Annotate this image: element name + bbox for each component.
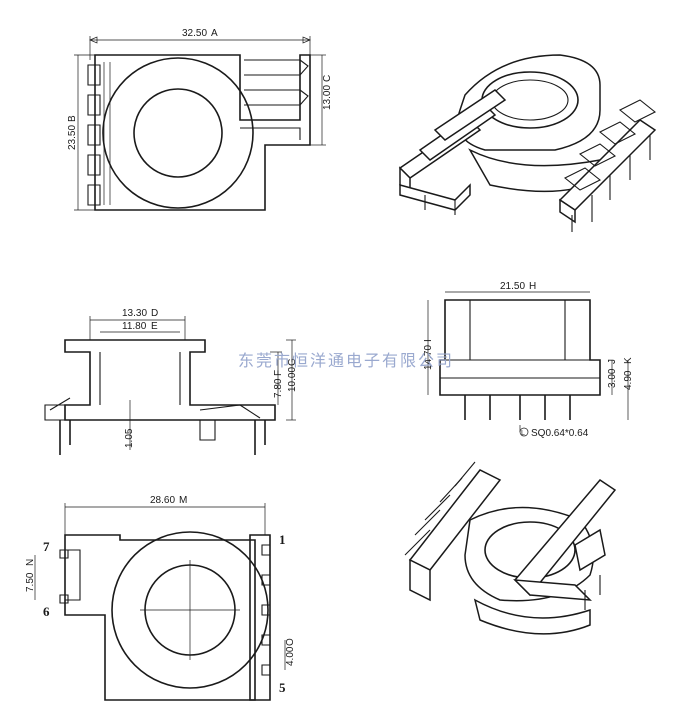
pin-label-5: 5 — [279, 680, 286, 695]
dim-pin-length-ref: K — [623, 357, 634, 364]
side-view-pins — [59, 420, 266, 455]
side-view: 13.30 D 11.80 E 7.80 F 10.00 G 1.05 — [44, 308, 298, 455]
isometric-view-top — [398, 54, 657, 232]
dim-height: 23.50 — [67, 125, 78, 150]
dim-inner-width-ref: E — [151, 321, 158, 332]
dim-outer-width-ref: D — [151, 308, 158, 319]
dim-left-pitch-ref: N — [25, 559, 36, 566]
dim-width: 32.50 — [182, 28, 207, 39]
dim-flange-width: 21.50 — [500, 281, 525, 292]
dim-pin-row-height-ref: J — [607, 359, 618, 364]
pin-note: SQ0.64*0.64 — [531, 428, 589, 439]
dim-tab-height-ref: C — [322, 75, 333, 82]
dim-outer-width: 13.30 — [122, 308, 147, 319]
right-pin-notches — [261, 544, 270, 676]
dim-left-pitch: 7.50 — [25, 572, 36, 592]
dim-total-height-ref: G — [287, 358, 298, 366]
right-tab-fins — [240, 59, 309, 140]
dim-total-height: 10.00 — [287, 367, 298, 392]
left-pin-pads — [59, 549, 69, 604]
dim-height-ref: B — [67, 115, 78, 122]
front-view-pins — [464, 395, 571, 420]
dim-body-height-ref: F — [273, 370, 284, 376]
dim-pin-row-height: 3.00 — [607, 368, 618, 388]
dim-width-ref: A — [211, 28, 218, 39]
front-view: 21.50 H 14.70 I 3.00 J 4.90 K L SQ0.64*0… — [423, 281, 634, 439]
dim-front-total-height: 14.70 — [423, 345, 434, 370]
iso-pins-top — [563, 99, 657, 232]
left-pin-slots — [87, 62, 111, 206]
dim-pin-span-ref: M — [179, 495, 187, 506]
dim-flange-width-ref: H — [529, 281, 536, 292]
dim-inner-width: 11.80 — [122, 321, 147, 332]
dim-pin-length: 4.90 — [623, 370, 634, 390]
dim-right-pitch-ref: O — [285, 638, 296, 646]
company-watermark: 东莞市恒洋通电子有限公司 — [238, 351, 454, 370]
isometric-view-bottom — [404, 461, 617, 635]
dim-pin-span: 28.60 — [150, 495, 175, 506]
dim-right-pitch: 4.00 — [285, 646, 296, 666]
dim-body-height: 7.80 — [273, 378, 284, 398]
dim-tab-height: 13.00 — [322, 85, 333, 110]
dim-front-total-height-ref: I — [423, 339, 434, 342]
iso-pins-bottom — [404, 461, 601, 610]
pin-label-6: 6 — [43, 604, 50, 619]
pin-label-7: 7 — [43, 539, 50, 554]
top-view: 32.50 A 23.50 B 13.00 C — [67, 28, 333, 211]
bottom-view: 1 5 6 7 28.60 M 7.50 N 4.00 O — [25, 495, 296, 701]
pin-note-ref: L — [521, 430, 525, 437]
pin-label-1: 1 — [279, 532, 286, 547]
dim-standoff: 1.05 — [124, 428, 135, 448]
